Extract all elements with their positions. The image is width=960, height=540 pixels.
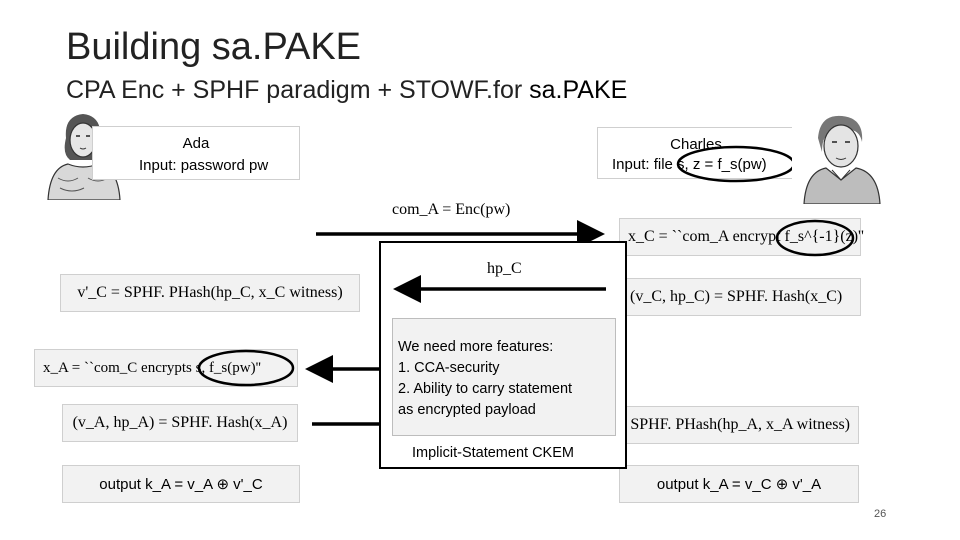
client-xa-box: x_A = ``com_C encrypts s, f_s(pw)'' [34, 349, 298, 387]
server-phash-box: SPHF. PHash(hp_A, x_A witness) [619, 406, 859, 444]
server-phash-text: SPHF. PHash(hp_A, x_A witness) [630, 416, 850, 433]
note-line: 2. Ability to carry statement [398, 381, 573, 397]
server-output-box: output k_A = v_C ⊕ v'_A [619, 465, 859, 503]
server-xc-box: x_C = ``com_A encrypt f_s^{-1}(z)'' [619, 218, 864, 256]
ada-input-label: Input: password pw [139, 157, 269, 174]
message-com-a: com_A = Enc(pw) [392, 201, 511, 218]
charles-input-label: Input: file s, z = f_s(pw) [612, 156, 767, 173]
client-xa-text: x_A = ``com_C encrypts s, f_s(pw)'' [43, 359, 261, 376]
server-output-text: output k_A = v_C ⊕ v'_A [656, 476, 822, 493]
client-hash-box: (v_A, hp_A) = SPHF. Hash(x_A) [62, 404, 298, 442]
ckem-caption: Implicit-Statement CKEM [412, 445, 574, 461]
client-output-text: output k_A = v_A ⊕ v'_C [99, 476, 263, 493]
note-line: 1. CCA-security [398, 360, 500, 376]
highlight-ellipse [775, 219, 855, 257]
note-line: We need more features: [398, 339, 554, 355]
server-hash-box: (v_C, hp_C) = SPHF. Hash(x_C) [619, 278, 861, 316]
note-line: as encrypted payload [398, 402, 536, 418]
client-phash-box: v'_C = SPHF. PHash(hp_C, x_C witness) [60, 274, 360, 312]
client-output-box: output k_A = v_A ⊕ v'_C [62, 465, 300, 503]
client-phash-text: v'_C = SPHF. PHash(hp_C, x_C witness) [77, 284, 343, 301]
client-hash-text: (v_A, hp_A) = SPHF. Hash(x_A) [72, 414, 288, 431]
slide-subtitle: CPA Enc + SPHF paradigm + STOWF.for sa.P… [66, 76, 627, 105]
server-xc-text: x_C = ``com_A encrypt f_s^{-1}(z)'' [628, 228, 864, 245]
server-hash-text: (v_C, hp_C) = SPHF. Hash(x_C) [630, 288, 843, 305]
slide-title: Building sa.PAKE [66, 26, 362, 68]
message-hp-c: hp_C [487, 260, 522, 277]
subtitle-prefix: CPA Enc + SPHF paradigm + STOWF.for [66, 76, 530, 104]
page-number: 26 [874, 508, 887, 520]
ada-name: Ada [182, 135, 210, 152]
features-note: We need more features: 1. CCA-security 2… [392, 318, 616, 436]
subtitle-emph: sa.PAKE [529, 76, 628, 104]
ada-input-box: Ada Input: password pw [92, 126, 300, 180]
charles-portrait-icon [792, 108, 888, 204]
highlight-ellipse [197, 349, 295, 387]
